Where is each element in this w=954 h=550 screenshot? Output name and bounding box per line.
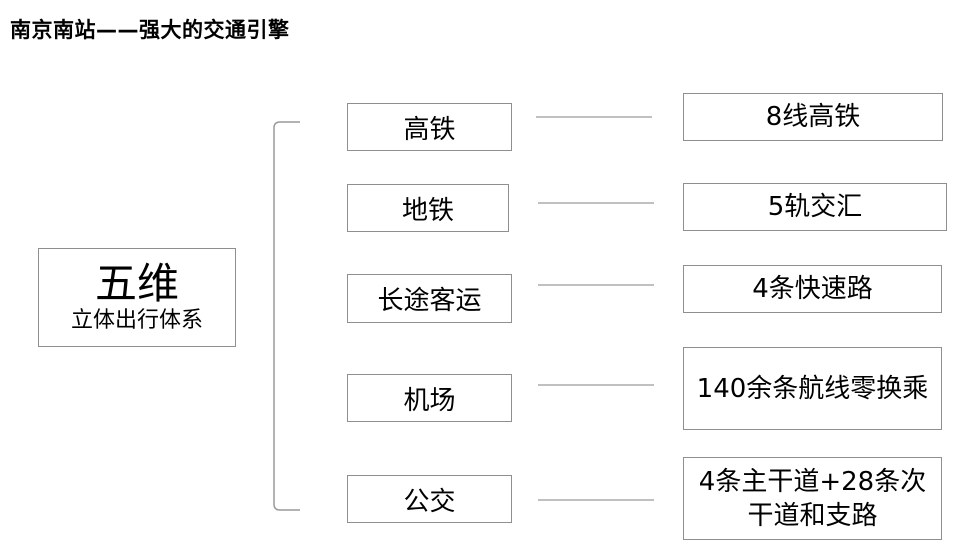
page-title: 南京南站——强大的交通引擎 — [10, 18, 290, 42]
detail-box-bus: 4条主干道+28条次干道和支路 — [683, 457, 942, 540]
mode-box-bus: 公交 — [347, 475, 512, 523]
mode-box-airport: 机场 — [347, 374, 512, 422]
detail-box-airport: 140余条航线零换乘 — [683, 347, 942, 430]
mode-box-high-speed-rail: 高铁 — [347, 103, 512, 151]
detail-box-coach: 4条快速路 — [683, 265, 942, 313]
mode-box-coach: 长途客运 — [347, 274, 512, 323]
mode-box-metro: 地铁 — [347, 184, 509, 232]
root-title: 五维 — [94, 258, 179, 308]
detail-box-high-speed-rail: 8线高铁 — [683, 93, 943, 141]
bracket — [273, 121, 300, 511]
detail-box-metro: 5轨交汇 — [683, 183, 947, 231]
root-node: 五维 立体出行体系 — [38, 248, 236, 347]
root-subtitle: 立体出行体系 — [70, 307, 203, 333]
